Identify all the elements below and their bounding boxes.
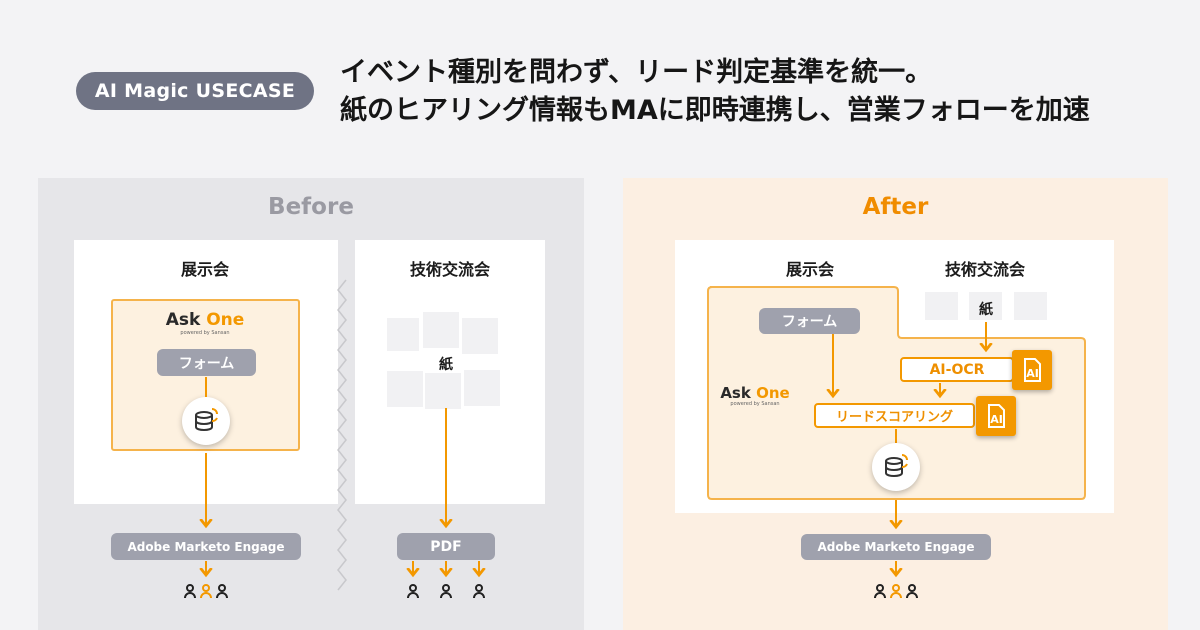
before-askone-logo: Ask One <box>150 310 260 330</box>
after-askone-logo-sub: powered by Sansan <box>730 401 780 407</box>
svg-text:AI: AI <box>990 413 1003 426</box>
after-col-tech: 技術交流会 <box>944 260 1025 279</box>
headline-line1: イベント種別を問わず、リード判定基準を統一。 <box>340 57 933 88</box>
before-marketo-pill: Adobe Marketo Engage <box>111 533 301 560</box>
ai-doc-icon: AI <box>976 396 1016 436</box>
before-askone-logo-sub: powered by Sansan <box>180 330 230 336</box>
paper-sheet <box>425 373 461 409</box>
paper-sheet <box>462 318 498 354</box>
svg-text:AI: AI <box>1026 367 1039 380</box>
after-form-pill: フォーム <box>759 308 860 334</box>
paper-sheet <box>464 370 500 406</box>
paper-sheet <box>387 318 419 351</box>
before-col-tech: 技術交流会 <box>409 260 490 279</box>
logo-text-b: One <box>756 384 790 402</box>
after-paper-label: 紙 <box>979 302 993 318</box>
before-tech-card <box>355 240 545 504</box>
ai-ocr-pill: AI-OCR <box>900 357 1014 382</box>
paper-sheet <box>1014 292 1047 320</box>
lead-scoring-pill: リードスコアリング <box>814 403 975 428</box>
before-pdf-pill: PDF <box>397 533 495 560</box>
headline-line2: 紙のヒアリング情報もMAに即時連携し、営業フォローを加速 <box>340 95 1090 126</box>
before-form-pill: フォーム <box>157 349 256 376</box>
database-sync-icon <box>182 397 230 445</box>
logo-text-a: Ask <box>165 310 207 330</box>
before-col-exhibition: 展示会 <box>180 260 229 279</box>
after-col-exhibition: 展示会 <box>785 260 834 279</box>
after-title: After <box>862 194 929 220</box>
logo-text-b: One <box>206 310 245 330</box>
before-paper-label: 紙 <box>439 357 453 373</box>
before-title: Before <box>268 194 354 220</box>
ai-doc-icon: AI <box>1012 350 1052 390</box>
paper-sheet <box>423 312 459 348</box>
logo-text-a: Ask <box>720 384 757 402</box>
after-askone-logo: Ask One <box>715 384 795 402</box>
paper-sheet <box>925 292 958 320</box>
paper-sheet <box>387 371 423 407</box>
database-sync-icon <box>872 443 920 491</box>
after-marketo-pill: Adobe Marketo Engage <box>801 534 991 560</box>
usecase-badge: AI Magic USECASE <box>76 72 314 110</box>
